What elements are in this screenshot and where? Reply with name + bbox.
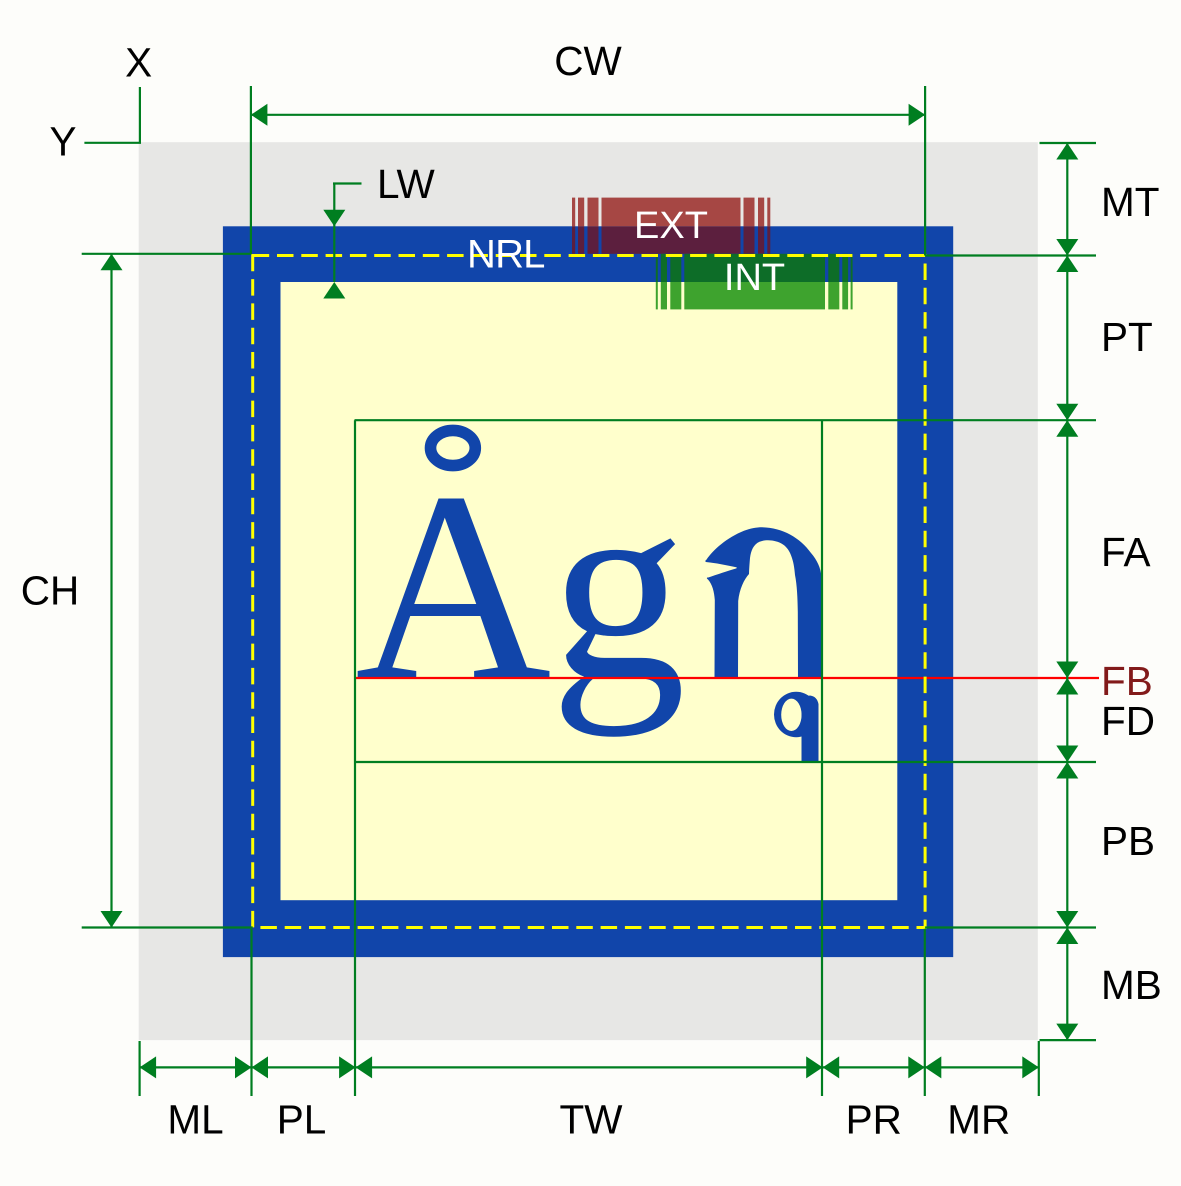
svg-text:MB: MB bbox=[1101, 962, 1162, 1008]
svg-text:ML: ML bbox=[167, 1097, 223, 1143]
svg-text:PT: PT bbox=[1101, 314, 1153, 360]
svg-text:FB: FB bbox=[1101, 658, 1153, 704]
svg-text:EXT: EXT bbox=[634, 205, 708, 247]
svg-text:MR: MR bbox=[947, 1097, 1010, 1143]
svg-text:PR: PR bbox=[846, 1097, 902, 1143]
svg-text:Y: Y bbox=[49, 119, 76, 165]
svg-text:FD: FD bbox=[1101, 698, 1155, 744]
svg-text:PL: PL bbox=[277, 1097, 327, 1143]
svg-text:MT: MT bbox=[1101, 179, 1159, 225]
svg-text:X: X bbox=[125, 40, 152, 86]
svg-text:g: g bbox=[550, 436, 686, 738]
svg-text:PB: PB bbox=[1101, 818, 1155, 864]
svg-text:NRL: NRL bbox=[467, 233, 545, 277]
svg-text:FA: FA bbox=[1101, 529, 1151, 575]
svg-text:A: A bbox=[355, 436, 551, 737]
svg-text:TW: TW bbox=[560, 1097, 624, 1143]
svg-text:CW: CW bbox=[554, 38, 622, 84]
svg-text:CH: CH bbox=[21, 568, 80, 614]
svg-text:LW: LW bbox=[377, 161, 436, 207]
svg-text:INT: INT bbox=[724, 257, 785, 299]
